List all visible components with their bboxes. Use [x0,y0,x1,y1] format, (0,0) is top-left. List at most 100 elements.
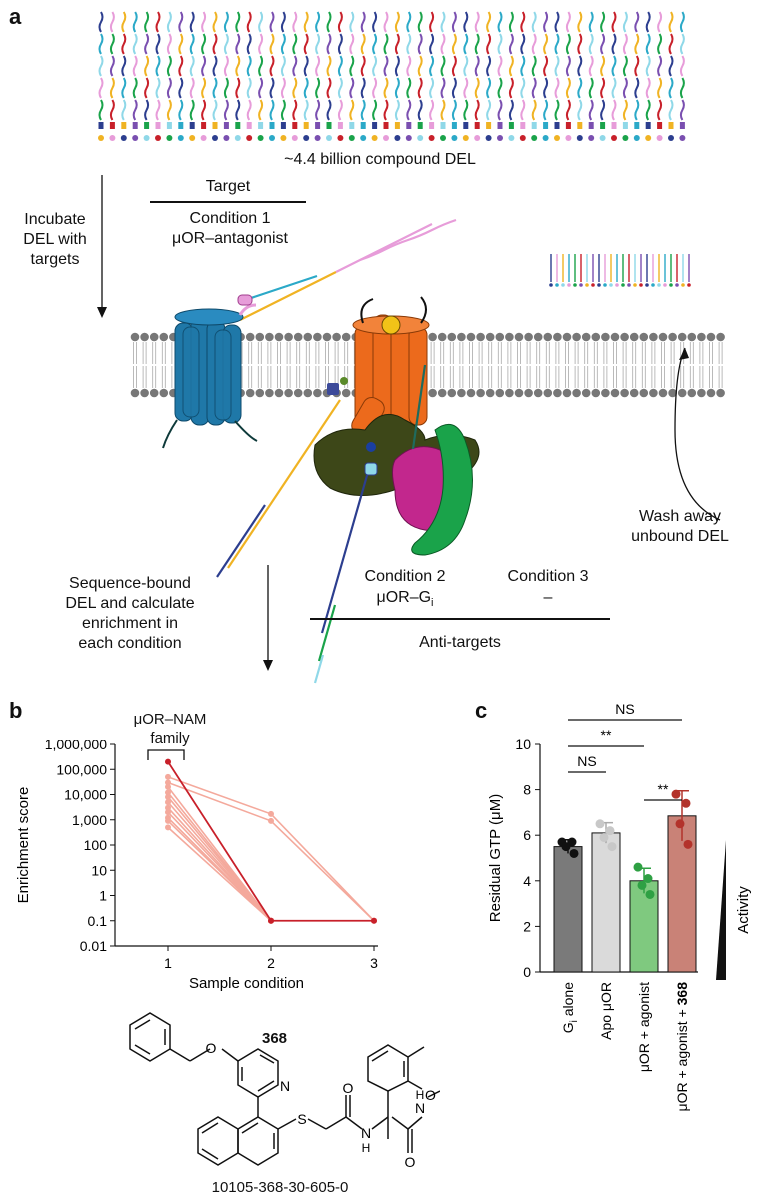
dna-segment [520,77,526,99]
y-tick-label: 0 [523,964,531,980]
dna-segment [611,77,617,99]
dna-segment [98,55,104,77]
dna-segment [372,99,378,121]
lipid-tail [257,342,262,388]
lipid-tail [469,342,473,388]
dna-segment [645,99,651,121]
dna-segment [474,55,480,77]
lipid-head [255,388,265,398]
y-axis-label: Residual GTP (μM) [487,794,504,922]
dna-segment [132,11,138,33]
lipid-head [716,332,725,342]
dna-segment [565,11,571,33]
dna-segment [554,99,560,121]
dna-segment [303,11,309,33]
lipid-head [658,388,668,398]
lipid-tail [584,342,589,388]
lipid-head [591,388,601,398]
dna-segment [292,11,298,33]
dna-segment [531,33,537,55]
dna-segment [645,11,651,33]
building-block [531,135,538,141]
dna-segment [679,33,685,55]
dna-segment [166,33,172,55]
dna-segment [223,33,229,55]
replicate-point [569,848,579,858]
building-block [555,283,559,287]
dna-segment [520,55,526,77]
building-block [508,122,514,129]
replicate-point [561,842,571,852]
dna-segment [212,11,218,33]
lipid-head [562,388,572,398]
family-bracket [147,749,185,760]
lipid-head [514,388,524,398]
lipid-head [457,332,466,342]
dna-segment [121,11,127,33]
building-block [639,283,643,287]
building-block [549,283,553,287]
condition3-sub: – [543,589,553,606]
lipid-tail [305,342,310,388]
dna-segment [657,55,663,77]
dna-segment [543,11,549,33]
dna-segment [474,77,480,99]
y-tick-label: 0.01 [80,938,107,954]
dna-segment [315,99,321,121]
lipid-head [629,332,639,342]
lipid-head [130,332,140,342]
dna-segment [155,11,161,33]
building-block [394,122,400,129]
dna-segment [235,33,241,55]
dna-segment [383,55,389,77]
dna-segment [508,11,514,33]
dna-segment [451,99,457,121]
dna-segment [520,11,526,33]
dna-segment [280,33,286,55]
lipid-tail [440,342,445,388]
dna-segment [337,55,343,77]
dna-segment [144,77,150,99]
building-block [326,135,332,141]
dna-segment [611,99,617,121]
lipid-head [159,332,169,342]
lipid-tail [449,342,454,388]
building-block [360,122,366,129]
building-block [303,122,309,129]
lipid-head [706,332,716,342]
lipid-head [476,332,485,342]
significance-label: ** [601,727,612,743]
building-block [621,283,625,287]
dna-segment [155,77,161,99]
lipid-head [533,388,543,398]
lipid-head [293,388,303,398]
anti-targets-label: Anti-targets [419,634,501,651]
data-point [165,799,171,806]
building-block [132,122,138,129]
dna-segment [657,11,663,33]
lipid-head [341,388,351,398]
dna-segment [463,77,469,99]
building-block [360,135,367,141]
building-block [485,135,492,141]
replicate-point [633,862,643,872]
lipid-tail [248,342,253,388]
building-block [314,135,321,141]
lipid-head [639,388,649,398]
dna-segment [622,11,628,33]
dna-segment [258,99,264,121]
dna-segment [315,33,321,55]
lipid-tail [699,342,704,388]
dna-segment [645,77,651,99]
building-block [223,135,230,141]
data-point [165,758,171,765]
dna-segment [109,55,115,77]
dna-segment [337,33,343,55]
svg-text:N: N [415,1100,425,1116]
dna-segment [326,77,332,99]
dna-segment [554,33,560,55]
dna-segment [463,33,469,55]
building-block [597,283,601,287]
dna-segment [600,33,606,55]
